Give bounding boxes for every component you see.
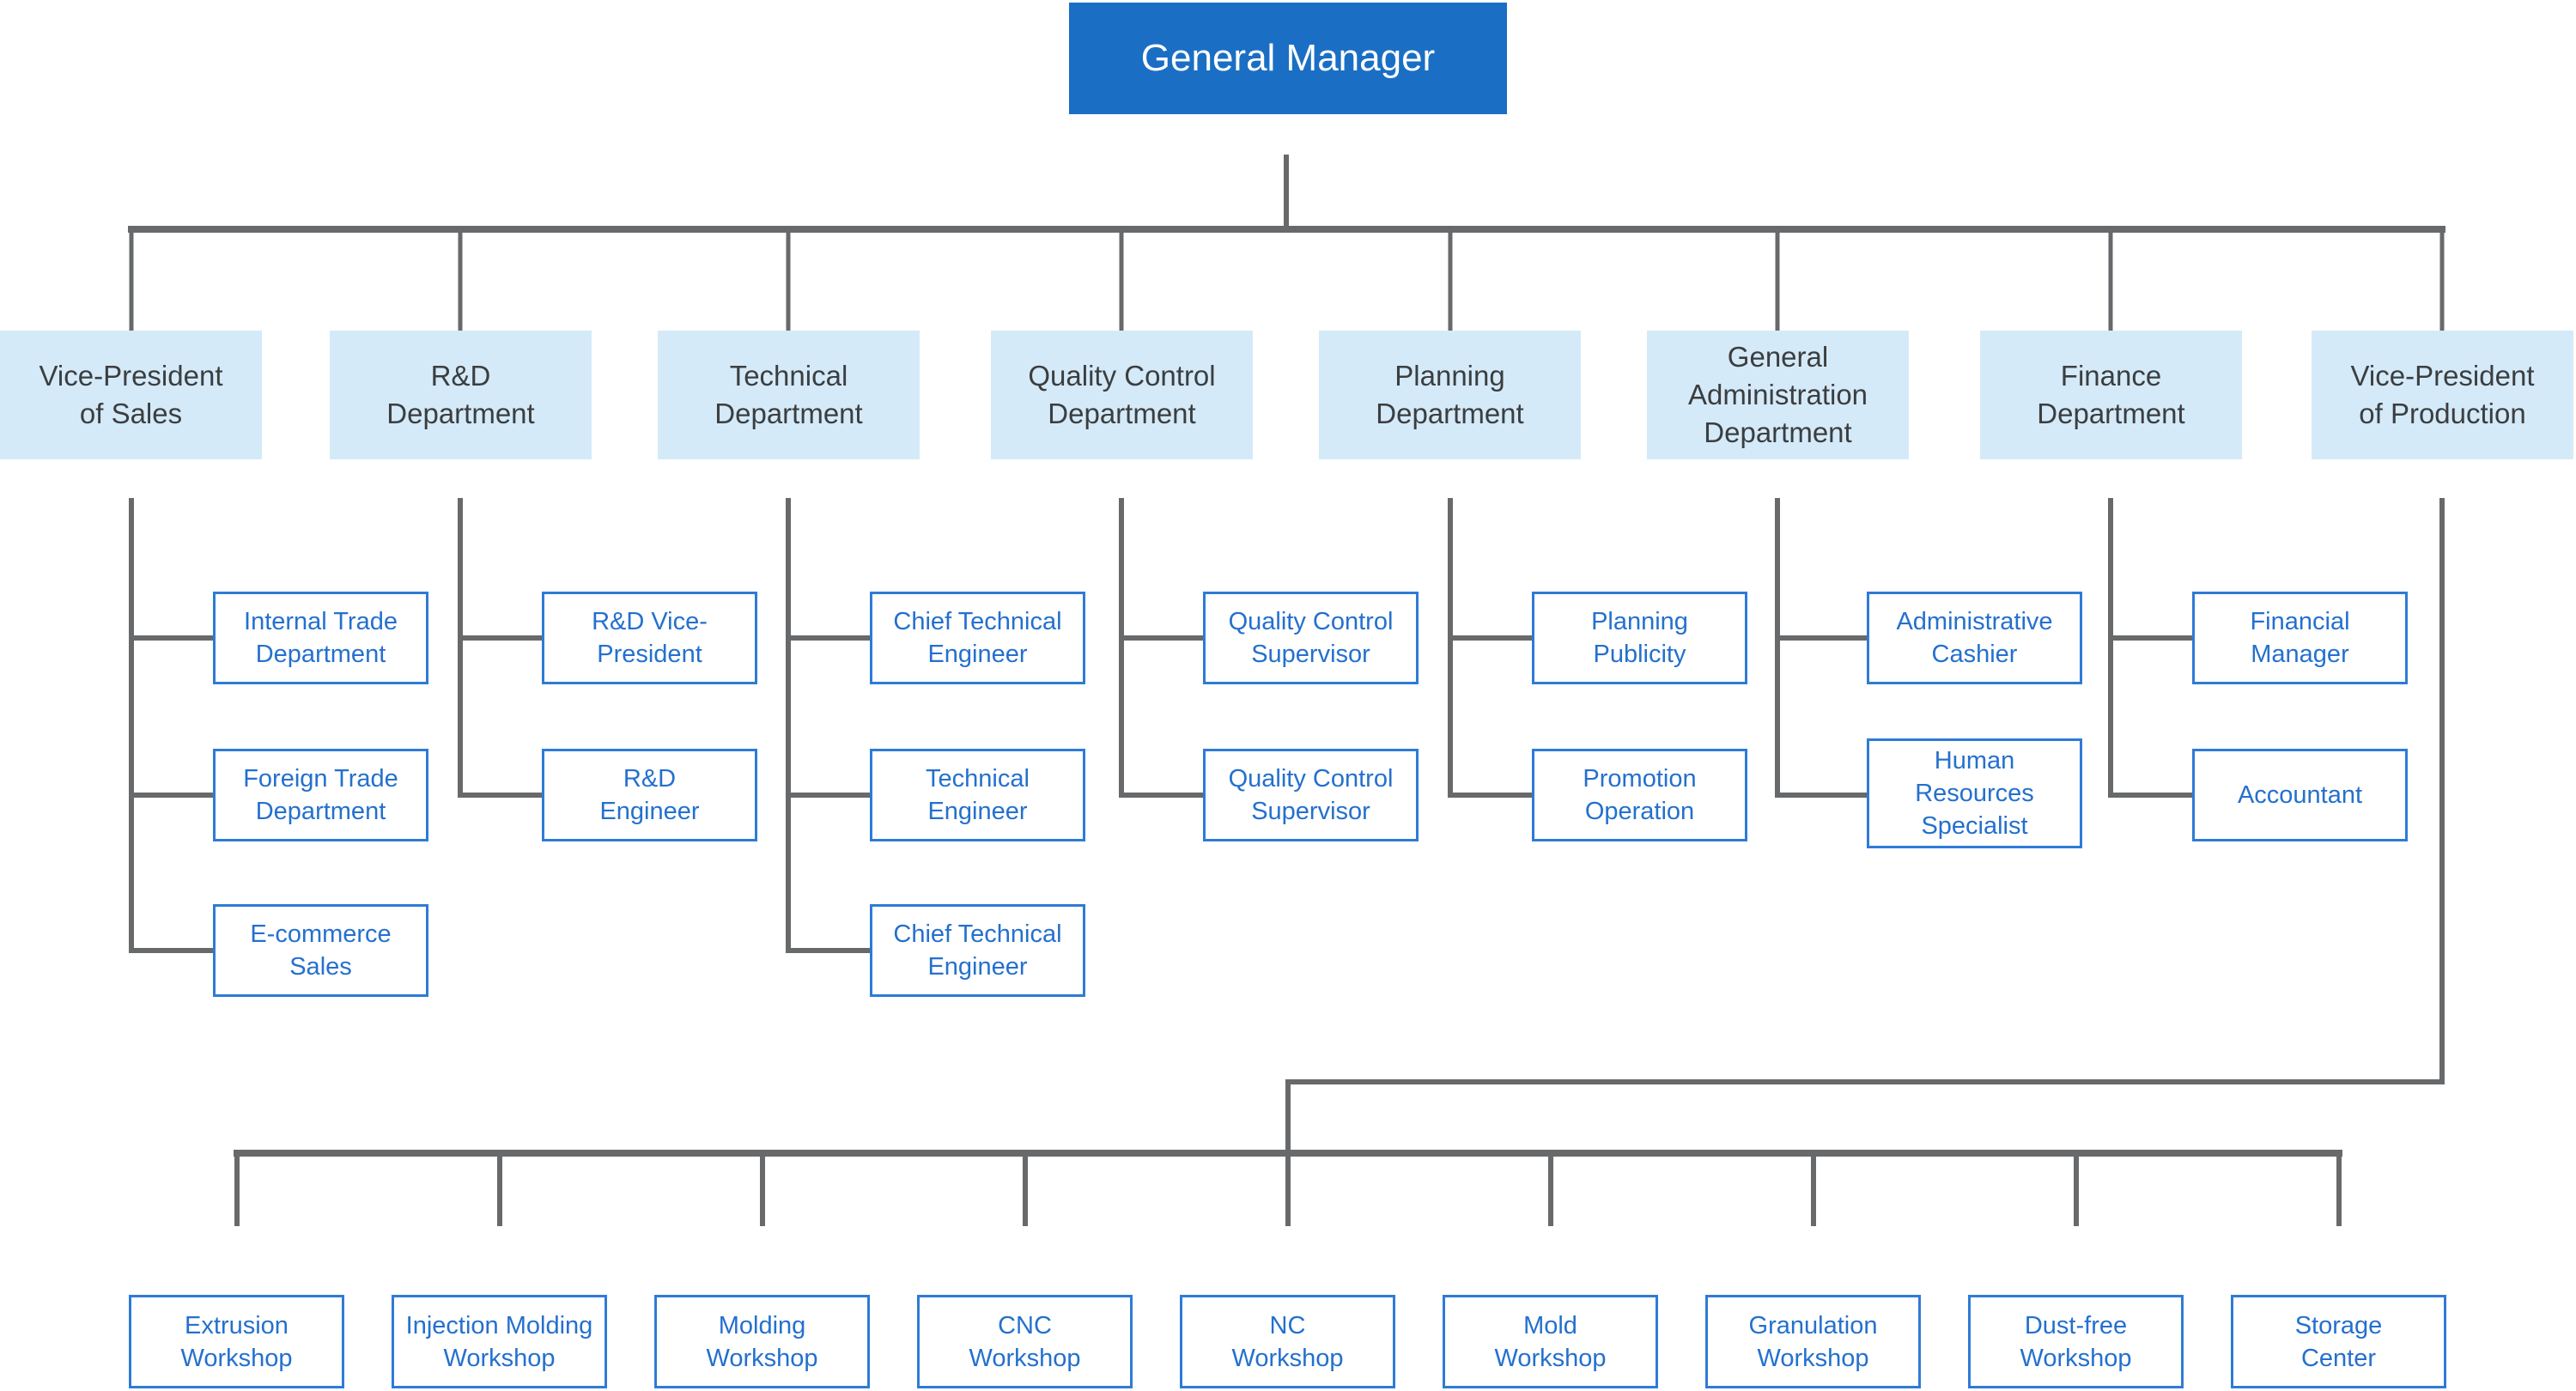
org-node-technical-department: Technical Department [658,331,920,459]
org-node-human-resources-specialist: Human Resources Specialist [1867,738,2082,848]
org-node-general-manager: General Manager [1069,3,1507,114]
org-node-label: R&D Engineer [599,765,700,825]
org-node-vp-sales: Vice-President of Sales [0,331,262,459]
org-node-foreign-trade-department: Foreign Trade Department [213,749,428,841]
org-node-label: E-commerce Sales [250,920,392,981]
org-node-molding-workshop: Molding Workshop [654,1295,870,1388]
org-node-quality-control-supervisor-2: Quality Control Supervisor [1203,749,1419,841]
org-node-label: Human Resources Specialist [1915,747,2034,840]
org-node-label: Finance Department [2037,360,2185,429]
org-node-dust-free-workshop: Dust-free Workshop [1968,1295,2184,1388]
org-node-mold-workshop: Mold Workshop [1443,1295,1658,1388]
org-node-finance-department: Finance Department [1980,331,2242,459]
org-node-injection-molding-workshop: Injection Molding Workshop [392,1295,607,1388]
org-node-label: General Administration Department [1687,341,1868,448]
org-node-vp-production: Vice-President of Production [2312,331,2573,459]
org-node-administrative-cashier: Administrative Cashier [1867,592,2082,684]
org-node-label: Vice-President of Sales [39,360,223,429]
org-node-label: Technical Engineer [926,765,1030,825]
org-node-quality-control-department: Quality Control Department [991,331,1253,459]
org-node-label: Planning Department [1376,360,1524,429]
org-node-label: Foreign Trade Department [243,765,398,825]
org-node-label: Promotion Operation [1583,765,1697,825]
org-node-general-administration-department: General Administration Department [1647,331,1909,459]
org-node-label: Administrative Cashier [1896,608,2053,668]
org-node-label: Internal Trade Department [244,608,398,668]
org-node-label: Extrusion Workshop [180,1311,293,1372]
org-node-internal-trade-department: Internal Trade Department [213,592,428,684]
org-node-label: Planning Publicity [1591,608,1688,668]
org-node-label: Quality Control Department [1028,360,1216,429]
org-node-promotion-operation: Promotion Operation [1532,749,1747,841]
org-node-financial-manager: Financial Manager [2192,592,2408,684]
org-node-label: General Manager [1140,37,1436,79]
org-node-nc-workshop: NC Workshop [1180,1295,1395,1388]
org-node-chief-technical-engineer-2: Chief Technical Engineer [870,904,1085,997]
org-node-label: Chief Technical Engineer [893,608,1062,668]
org-node-rd-engineer: R&D Engineer [542,749,757,841]
org-node-label: R&D Department [386,360,535,429]
org-node-accountant: Accountant [2192,749,2408,841]
org-node-planning-department: Planning Department [1319,331,1581,459]
org-node-granulation-workshop: Granulation Workshop [1705,1295,1921,1388]
org-node-label: Technical Department [714,360,863,429]
org-node-label: Granulation Workshop [1748,1311,1878,1372]
org-node-chief-technical-engineer-1: Chief Technical Engineer [870,592,1085,684]
org-node-quality-control-supervisor-1: Quality Control Supervisor [1203,592,1419,684]
org-node-label: R&D Vice-President [592,608,708,668]
org-node-technical-engineer: Technical Engineer [870,749,1085,841]
org-node-extrusion-workshop: Extrusion Workshop [129,1295,344,1388]
org-node-label: CNC Workshop [969,1311,1081,1372]
org-node-label: Dust-free Workshop [2020,1311,2132,1372]
org-node-label: Molding Workshop [706,1311,818,1372]
org-node-ecommerce-sales: E-commerce Sales [213,904,428,997]
org-node-cnc-workshop: CNC Workshop [917,1295,1133,1388]
org-node-label: Quality Control Supervisor [1228,765,1394,825]
org-node-rd-vice-president: R&D Vice-President [542,592,757,684]
org-node-rd-department: R&D Department [330,331,592,459]
org-node-label: Quality Control Supervisor [1228,608,1394,668]
org-node-label: Vice-President of Production [2350,360,2535,429]
org-node-label: Accountant [2237,781,2363,809]
org-node-planning-publicity: Planning Publicity [1532,592,1747,684]
org-node-storage-center: Storage Center [2231,1295,2446,1388]
org-node-label: Mold Workshop [1494,1311,1607,1372]
org-node-label: NC Workshop [1231,1311,1344,1372]
org-node-label: Storage Center [2294,1311,2383,1372]
org-node-label: Chief Technical Engineer [893,920,1062,981]
org-node-label: Injection Molding Workshop [405,1311,593,1372]
org-node-label: Financial Manager [2250,608,2350,668]
